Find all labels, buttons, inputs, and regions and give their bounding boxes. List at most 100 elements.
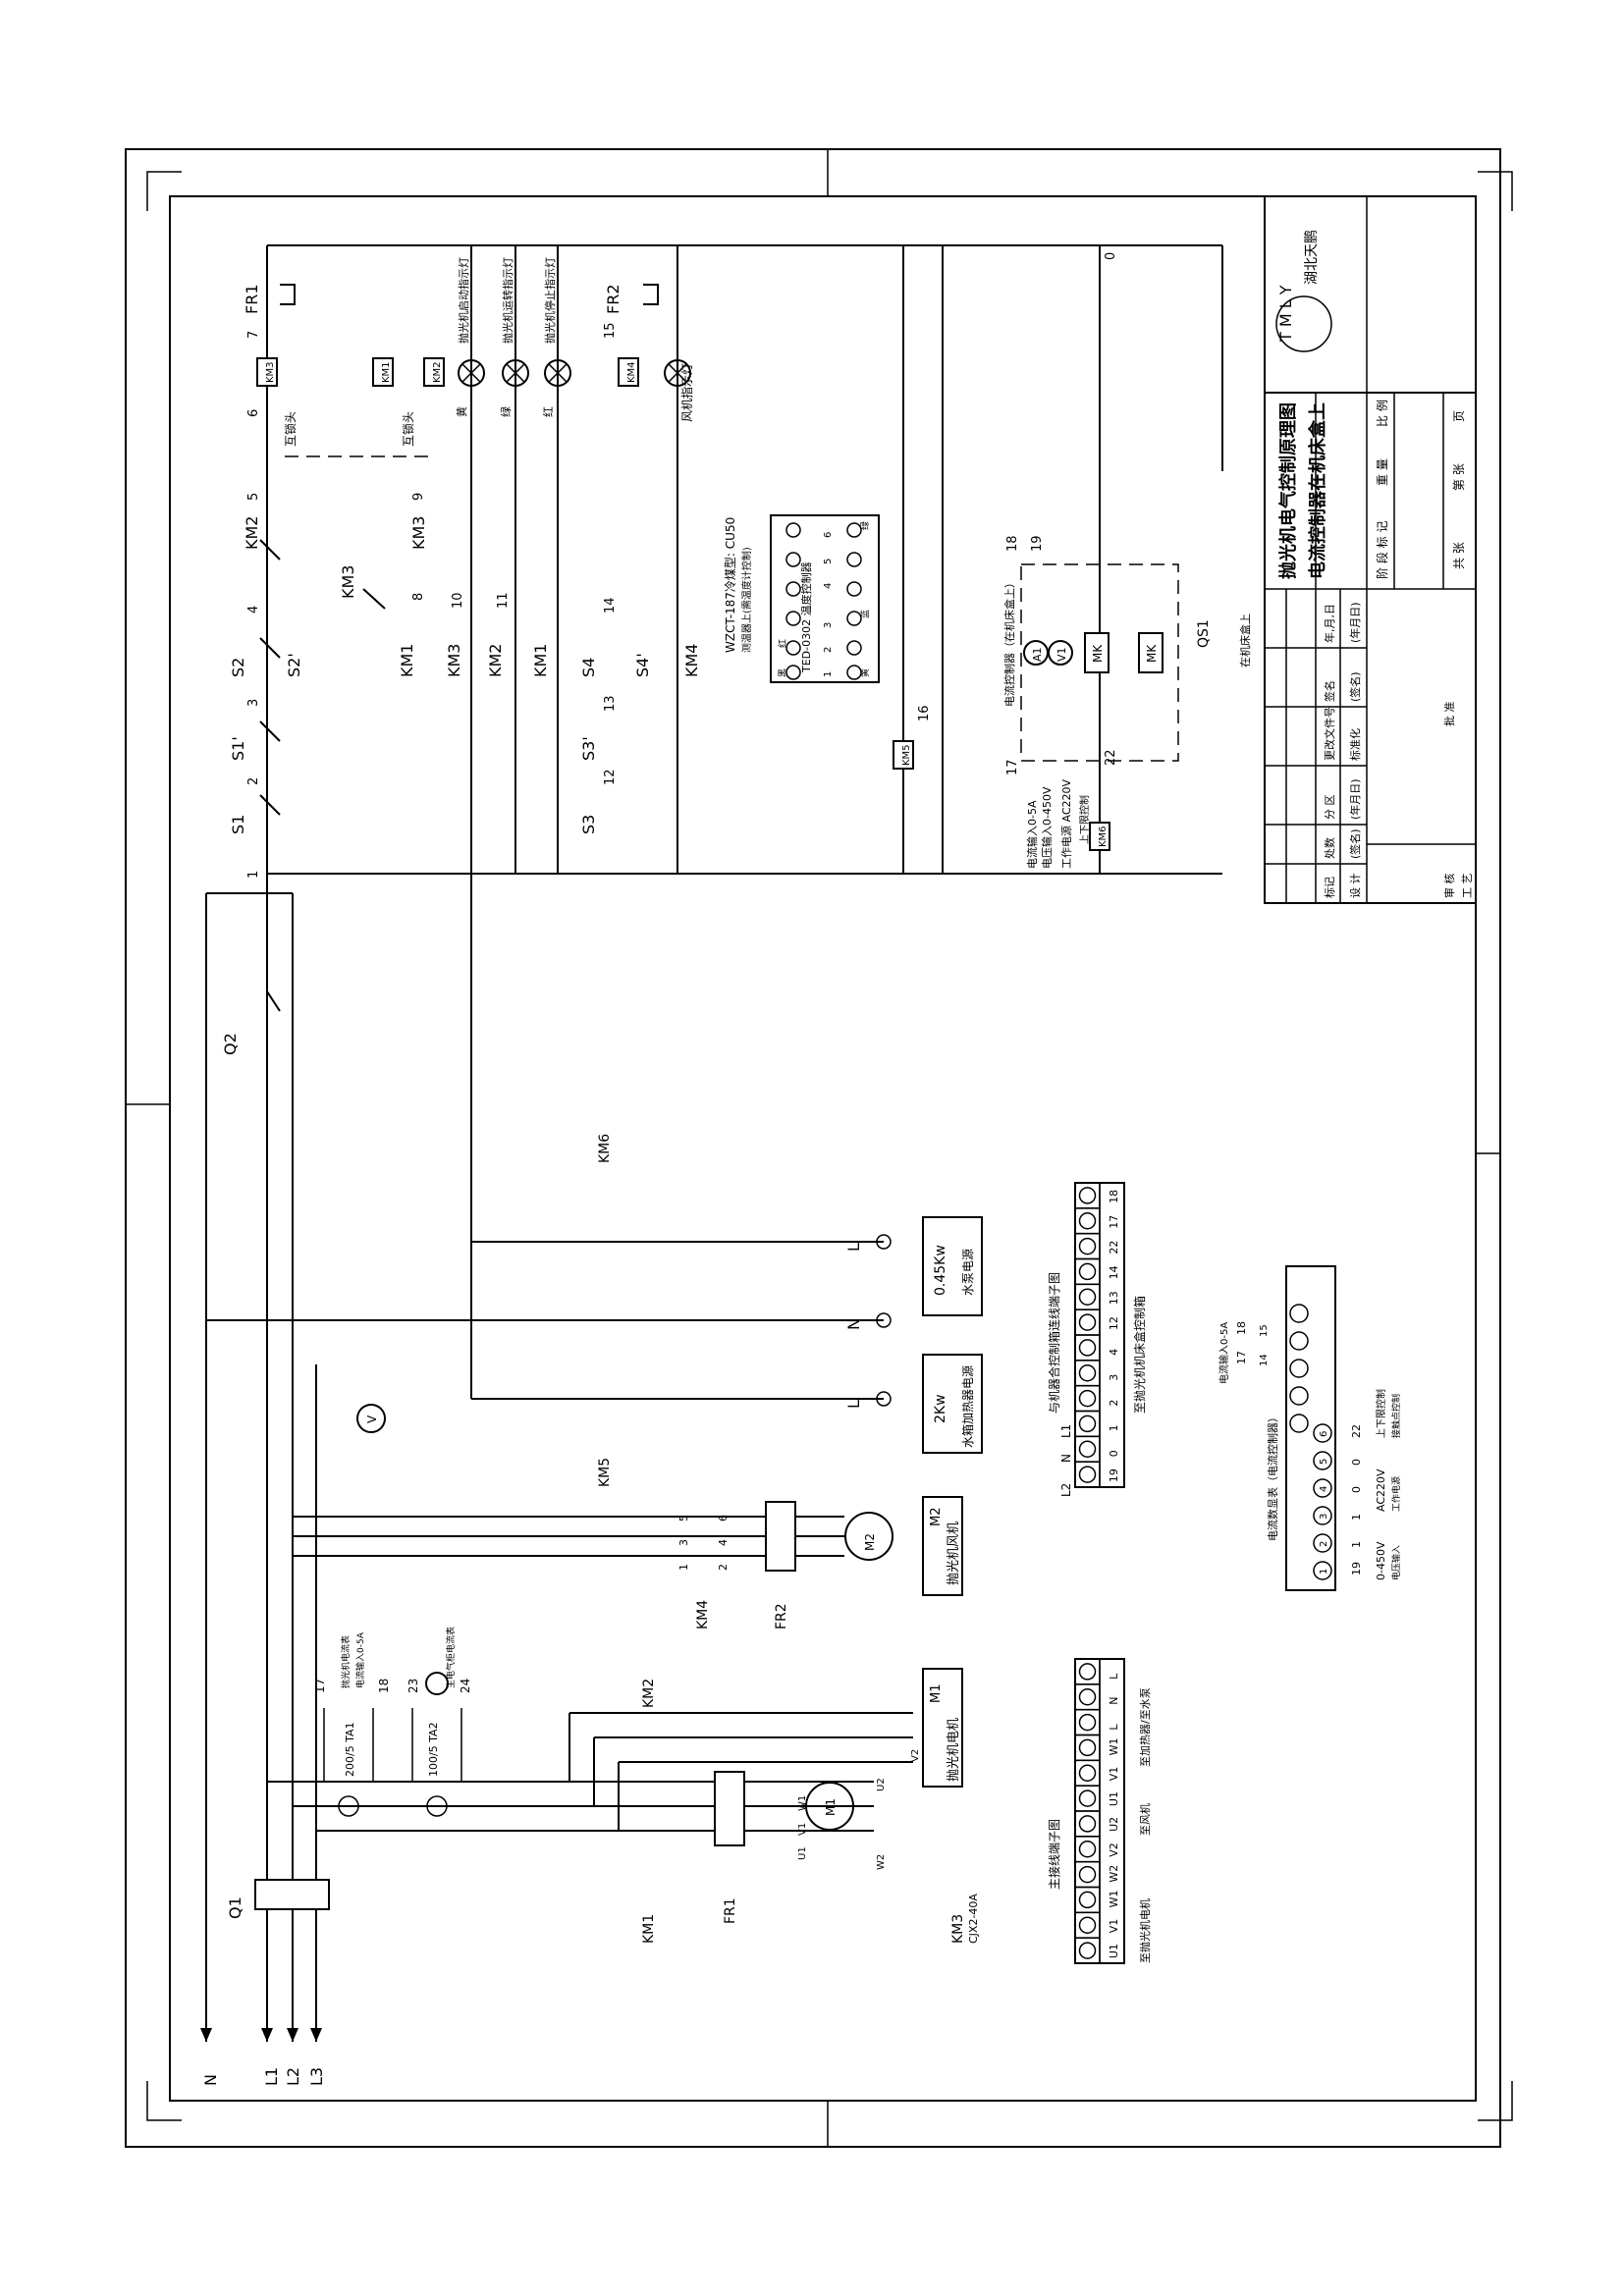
- lamp-stop-label: 抛光机停止指示灯: [543, 257, 557, 344]
- strip2-terminal-label: V1: [1108, 1767, 1120, 1782]
- supply-l2: L2: [284, 2067, 302, 2086]
- design-col-sign2: (签名): [1348, 671, 1362, 702]
- strip2-terminal-label: V1: [1108, 1919, 1120, 1934]
- strip2-terminal-label: V2: [1108, 1842, 1120, 1857]
- u1-term: U1: [797, 1846, 808, 1860]
- km3-label: KM3: [950, 1914, 966, 1944]
- m2-name: 抛光机风机: [947, 1522, 961, 1585]
- fr2-main-label: FR2: [774, 1603, 789, 1629]
- mk-1-label: MK: [1091, 644, 1105, 663]
- strip1-screw-icon: [1078, 1237, 1097, 1255]
- km1-contact2-label: KM1: [531, 644, 550, 677]
- strip1-terminal-label: 2: [1108, 1400, 1120, 1407]
- strip2-title: 主接线端子图: [1047, 1819, 1061, 1890]
- ctrl-pin-3: 3: [823, 622, 834, 628]
- pump-name: 水泵电源: [961, 1249, 975, 1296]
- review-cell: 审 核: [1442, 874, 1456, 899]
- node-0: 0: [1104, 252, 1118, 260]
- fr1-main-label: FR1: [723, 1897, 738, 1924]
- fr1-label: FR1: [243, 285, 261, 315]
- controller-title: WZCT-187冷煤型: CU50: [724, 517, 737, 653]
- node-18: 18: [1005, 535, 1020, 552]
- coil-km4: [618, 357, 639, 387]
- node-22: 22: [1104, 749, 1118, 766]
- ctrl-mark-yellow: 黄: [859, 668, 871, 677]
- lamp-color-red: 红: [542, 406, 555, 417]
- m1-box-label: M1: [929, 1684, 944, 1704]
- strip3-node-label: 1: [1350, 1514, 1363, 1521]
- strip3-terminal-number: 5: [1319, 1459, 1329, 1465]
- strip1-top-l2: L2: [1059, 1483, 1073, 1497]
- mk-relay-2: [1138, 632, 1164, 673]
- node-11: 11: [496, 592, 511, 609]
- s4p-label: S4': [633, 653, 652, 677]
- strip2-screw-icon: [1078, 1942, 1097, 1959]
- controller-model: TED-0302 温度控制器: [799, 561, 813, 673]
- strip1-terminal-label: 18: [1108, 1190, 1120, 1203]
- temperature-controller: [770, 514, 880, 683]
- strip3-spare-terminal-icon: [1289, 1386, 1309, 1406]
- breaker-q1: [254, 1879, 330, 1910]
- heater-name: 水箱加热器电源: [960, 1365, 975, 1448]
- strip3-terminal-icon: [1313, 1533, 1332, 1553]
- approve-cell: 批 准: [1442, 702, 1456, 727]
- supply-l1: L1: [262, 2067, 281, 2086]
- limit-control-label: 上下限控制: [1078, 795, 1091, 844]
- strip3-terminal-number: 1: [1319, 1569, 1329, 1575]
- lamp-fan: [664, 359, 691, 387]
- title-block: T M L Y 湖北天鹏 抛光机电气控制原理图 电流控制器在机床盒上 阶 段 标…: [1264, 195, 1477, 904]
- strip2-label-motor: 至抛光机电机: [1138, 1898, 1152, 1963]
- strip2-terminal-label: L: [1108, 1724, 1120, 1731]
- controller-sub: 测温器上(需温度计控制): [740, 547, 753, 653]
- fan-pin-1: 1: [677, 1564, 690, 1571]
- ctrl-pin-2: 2: [823, 647, 834, 653]
- control-circuit: 抛光机启动指示灯 抛光机运转指示灯 抛光机停止指示灯 风机指示灯 黄 绿 红 K…: [229, 244, 1252, 879]
- ctrl-pin-5: 5: [823, 559, 834, 564]
- strip1-screw-icon: [1078, 1212, 1097, 1230]
- ctrl-pin-1: 1: [823, 671, 834, 677]
- contact-s1p: [259, 721, 281, 742]
- current-input-label: 电流输入0-5A: [1025, 800, 1039, 869]
- phase-l-bottom: L: [844, 1400, 863, 1409]
- rev-col-doc: 更改文件号: [1323, 707, 1336, 761]
- lamp-start: [458, 359, 485, 387]
- coil-km2: [423, 357, 445, 387]
- node-16: 16: [917, 705, 932, 721]
- ctrl-mark-red: 红: [777, 639, 788, 648]
- m2-symbol: M2: [863, 1533, 877, 1551]
- strip3-spare-terminal-icon: [1289, 1414, 1309, 1433]
- qs1-label: QS1: [1196, 619, 1212, 648]
- terminal-strips: 与机器合控制箱连线端子图 至抛光机机床盒控制箱 L2 N L1 19012341…: [1047, 1182, 1402, 1964]
- strip1-terminal-label: 14: [1108, 1265, 1120, 1279]
- lamp-run-label: 抛光机运转指示灯: [501, 257, 514, 344]
- v-meter-label: V: [365, 1415, 379, 1423]
- strip3-terminal-icon: [1313, 1451, 1332, 1470]
- w1-term: W1: [797, 1795, 808, 1811]
- company-logo: [1275, 295, 1332, 352]
- strip3-terminal-icon: [1313, 1561, 1332, 1580]
- q2-label: Q2: [221, 1033, 240, 1055]
- coil-km3-label: KM3: [265, 361, 276, 383]
- strip2-screw-icon: [1078, 1789, 1097, 1807]
- node-4: 4: [246, 606, 261, 614]
- node-8: 8: [411, 593, 426, 601]
- a1-label: A1: [1031, 647, 1044, 662]
- voltage-input-label: 电压输入0-450V: [1040, 786, 1054, 869]
- voltmeter-v: [356, 1404, 386, 1433]
- ctrl-mark-green: 绿: [859, 521, 871, 530]
- strip2-screw-icon: [1078, 1738, 1097, 1757]
- strip1-screw-icon: [1078, 1313, 1097, 1331]
- strip2-terminal-label: U1: [1108, 1944, 1120, 1958]
- supply-l3: L3: [307, 2067, 326, 2086]
- scale-cell: 比 例: [1376, 400, 1389, 427]
- phase-n: N: [844, 1318, 863, 1330]
- strip2-screw-icon: [1078, 1713, 1097, 1732]
- node-9: 9: [411, 493, 426, 501]
- fan-pin-6: 6: [717, 1515, 730, 1522]
- km4-contact-label: KM4: [682, 644, 701, 677]
- coil-km6-label: KM6: [1098, 826, 1109, 847]
- strip1-terminal-label: 19: [1108, 1468, 1120, 1482]
- ctrl-mark-black: 黑: [778, 668, 788, 677]
- rev-col-zone: 分 区: [1324, 795, 1336, 821]
- strip2-terminal-label: U1: [1108, 1791, 1120, 1806]
